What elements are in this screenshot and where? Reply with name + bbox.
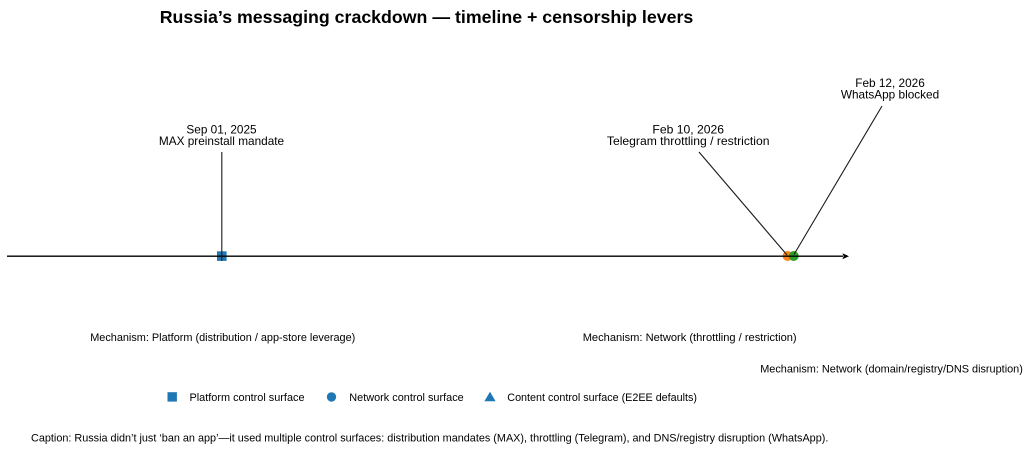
svg-text:Caption: Russia didn’t just ‘b: Caption: Russia didn’t just ‘ban an app’… [31, 433, 828, 445]
svg-text:Telegram throttling / restrict: Telegram throttling / restriction [607, 134, 770, 148]
svg-text:Feb 10, 2026: Feb 10, 2026 [652, 123, 724, 137]
svg-text:Feb 12, 2026: Feb 12, 2026 [855, 76, 925, 90]
svg-text:Network control surface: Network control surface [349, 392, 463, 404]
svg-text:Russia’s messaging crackdown —: Russia’s messaging crackdown — timeline … [160, 7, 694, 27]
svg-text:Mechanism: Network (throttling: Mechanism: Network (throttling / restric… [583, 332, 797, 344]
svg-text:Mechanism: Platform (distribut: Mechanism: Platform (distribution / app-… [90, 332, 355, 344]
svg-text:Platform control surface: Platform control surface [190, 392, 305, 404]
svg-text:WhatsApp blocked: WhatsApp blocked [841, 88, 939, 102]
svg-text:Sep 01, 2025: Sep 01, 2025 [186, 123, 257, 137]
svg-text:MAX preinstall mandate: MAX preinstall mandate [159, 134, 285, 148]
svg-text:Content control surface (E2EE: Content control surface (E2EE defaults) [507, 392, 697, 404]
svg-text:Mechanism: Network (domain/reg: Mechanism: Network (domain/registry/DNS … [760, 363, 1023, 375]
